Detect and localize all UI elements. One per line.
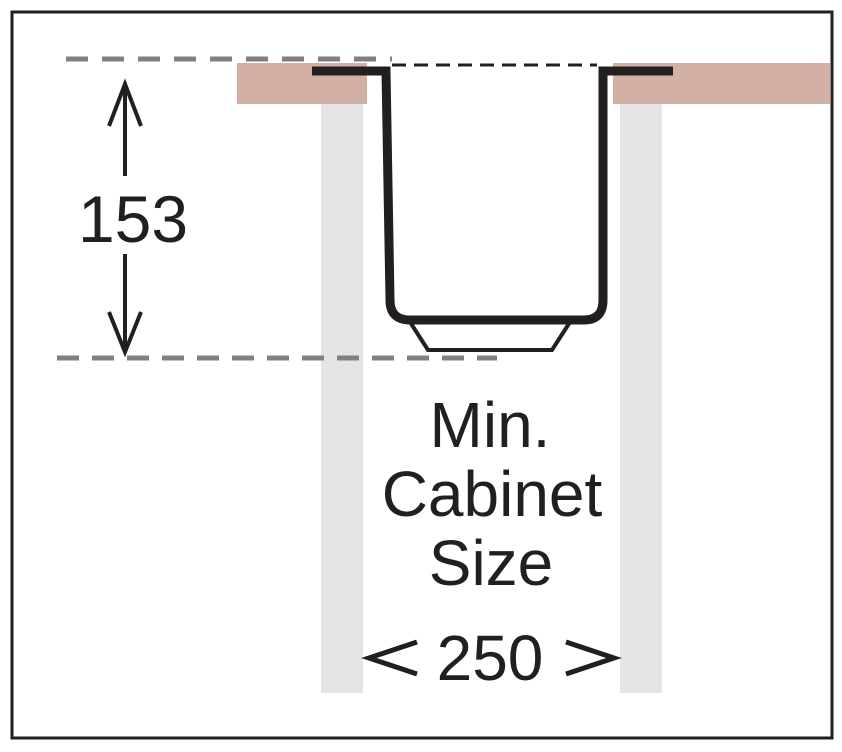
diagram-frame [10, 10, 834, 740]
cabinet-side-right [620, 104, 662, 693]
cabinet-label-line3: Size [429, 527, 554, 599]
cabinet-label-line2: Cabinet [382, 458, 603, 530]
width-arrow-left [361, 639, 418, 677]
depth-value-label: 153 [78, 182, 188, 256]
cabinet-label-line1: Min. [430, 389, 551, 461]
sink-bowl [312, 66, 673, 325]
cabinet-side-left [321, 104, 363, 693]
depth-dimension-arrow [107, 78, 143, 358]
width-value-label: 250 [437, 622, 544, 694]
width-arrow-right [565, 639, 622, 677]
sink-drain [408, 320, 572, 352]
